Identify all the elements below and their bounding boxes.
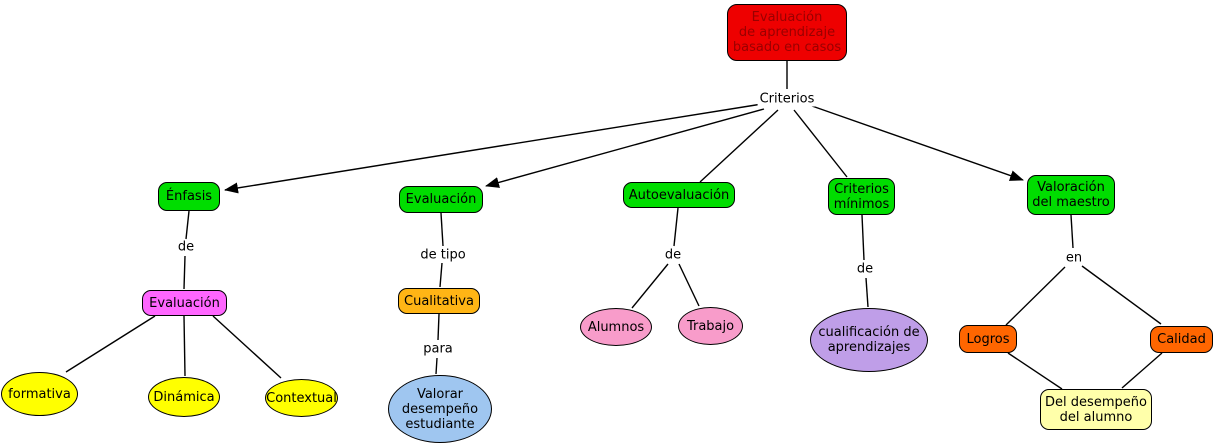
concept-cualificacion-aprendizajes[interactable]: cualificación de aprendizajes <box>810 308 928 372</box>
linking-phrase-para[interactable]: para <box>421 341 455 357</box>
concept-cualitativa[interactable]: Cualitativa <box>398 288 480 314</box>
concept-autoevaluacion[interactable]: Autoevaluación <box>623 182 735 208</box>
linking-phrase-criterios[interactable]: Criterios <box>757 91 817 107</box>
linking-phrase-de-enfasis[interactable]: de <box>175 239 197 255</box>
concept-contextual[interactable]: Contextual <box>265 379 338 417</box>
concept-alumnos[interactable]: Alumnos <box>580 308 652 346</box>
concept-logros[interactable]: Logros <box>959 325 1017 353</box>
concept-root[interactable]: Evaluación de aprendizaje basado en caso… <box>727 4 847 61</box>
concept-evaluacion-tipo[interactable]: Evaluación <box>399 186 483 213</box>
concept-calidad[interactable]: Calidad <box>1150 326 1213 353</box>
concept-valoracion-maestro[interactable]: Valoración del maestro <box>1027 175 1115 215</box>
linking-phrase-de-autoevaluacion[interactable]: de <box>662 247 684 263</box>
concept-trabajo[interactable]: Trabajo <box>678 307 743 345</box>
linking-phrase-de-tipo[interactable]: de tipo <box>418 247 468 263</box>
concept-enfasis[interactable]: Énfasis <box>158 182 220 211</box>
linking-phrase-en[interactable]: en <box>1063 250 1085 266</box>
concept-criterios-minimos[interactable]: Criterios mínimos <box>828 178 895 215</box>
concept-valorar-desempeno[interactable]: Valorar desempeño estudiante <box>388 375 492 443</box>
concept-evaluacion-enfasis[interactable]: Evaluación <box>142 290 227 316</box>
concept-dinamica[interactable]: Dinámica <box>148 377 220 417</box>
concept-formativa[interactable]: formativa <box>1 372 78 416</box>
concept-del-desempeno-alumno[interactable]: Del desempeño del alumno <box>1040 389 1152 430</box>
linking-phrase-de-criterios-minimos[interactable]: de <box>854 261 876 277</box>
